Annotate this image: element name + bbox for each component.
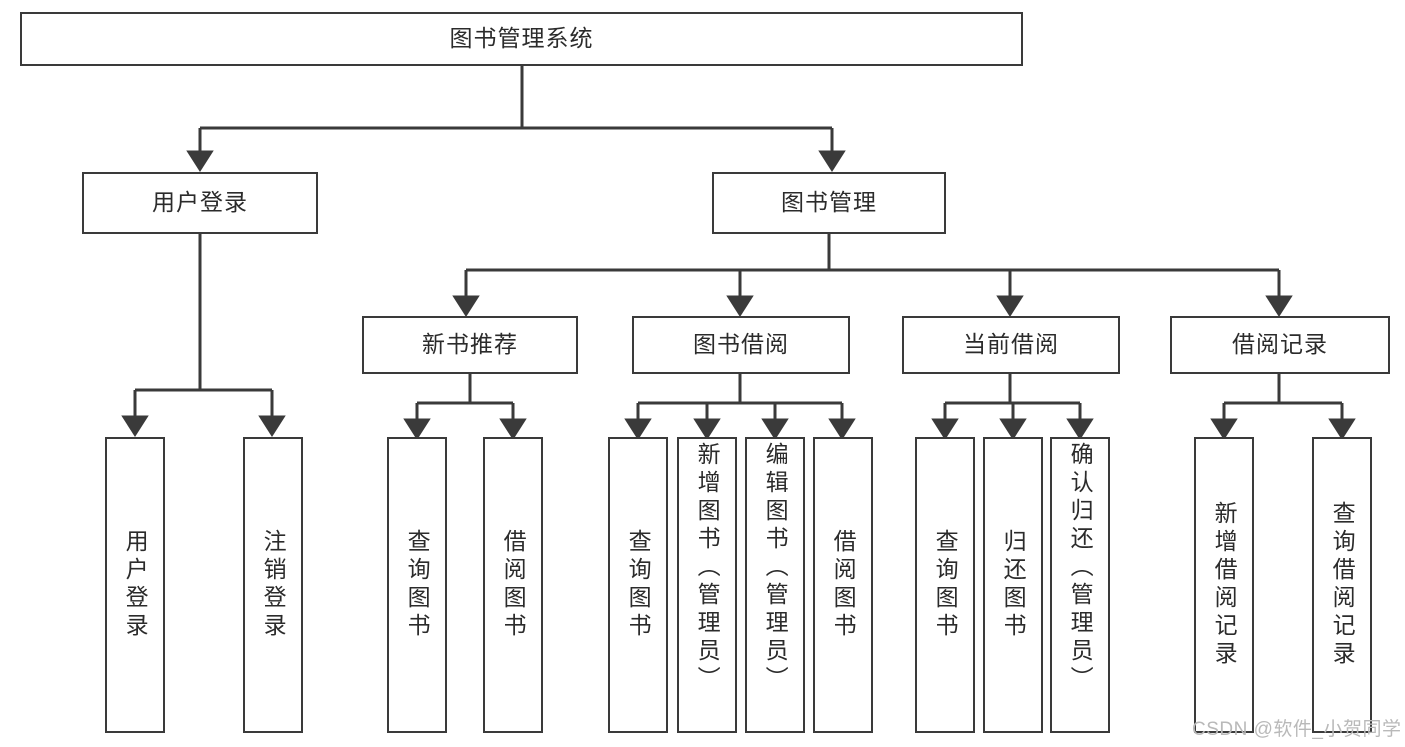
- node-current-borrow[interactable]: 当前借阅: [902, 316, 1120, 374]
- node-borrow-record[interactable]: 借阅记录: [1170, 316, 1390, 374]
- node-book-manage-label: 图书管理: [781, 189, 877, 216]
- node-user-login-label: 用户登录: [152, 189, 248, 216]
- node-book-borrow[interactable]: 图书借阅: [632, 316, 850, 374]
- node-leaf-add-record[interactable]: 新增借阅记录: [1194, 437, 1254, 733]
- node-leaf-confirm-return[interactable]: 确认归还（管理员）: [1050, 437, 1110, 733]
- node-leaf-query-book-2-label: 查询图书: [625, 529, 652, 641]
- node-leaf-logout-login-label: 注销登录: [260, 529, 287, 641]
- node-leaf-confirm-return-label: 确认归还（管理员）: [1067, 442, 1094, 694]
- node-leaf-borrow-book-2-label: 借阅图书: [830, 529, 857, 641]
- node-book-manage[interactable]: 图书管理: [712, 172, 946, 234]
- node-leaf-user-login[interactable]: 用户登录: [105, 437, 165, 733]
- node-current-borrow-label: 当前借阅: [963, 331, 1059, 358]
- node-user-login[interactable]: 用户登录: [82, 172, 318, 234]
- node-leaf-query-book-1[interactable]: 查询图书: [387, 437, 447, 733]
- node-leaf-borrow-book-1[interactable]: 借阅图书: [483, 437, 543, 733]
- node-leaf-query-book-2[interactable]: 查询图书: [608, 437, 668, 733]
- node-leaf-return-book[interactable]: 归还图书: [983, 437, 1043, 733]
- node-new-book-recommend[interactable]: 新书推荐: [362, 316, 578, 374]
- node-book-borrow-label: 图书借阅: [693, 331, 789, 358]
- node-new-book-recommend-label: 新书推荐: [422, 331, 518, 358]
- node-borrow-record-label: 借阅记录: [1232, 331, 1328, 358]
- node-leaf-add-book-label: 新增图书（管理员）: [694, 442, 721, 694]
- node-leaf-borrow-book-2[interactable]: 借阅图书: [813, 437, 873, 733]
- node-leaf-return-book-label: 归还图书: [1000, 529, 1027, 641]
- node-leaf-edit-book[interactable]: 编辑图书（管理员）: [745, 437, 805, 733]
- node-leaf-logout-login[interactable]: 注销登录: [243, 437, 303, 733]
- node-leaf-query-record[interactable]: 查询借阅记录: [1312, 437, 1372, 733]
- node-leaf-edit-book-label: 编辑图书（管理员）: [762, 442, 789, 694]
- node-leaf-user-login-label: 用户登录: [122, 529, 149, 641]
- csdn-watermark: CSDN @软件_小贺同学: [1192, 719, 1402, 740]
- node-leaf-query-record-label: 查询借阅记录: [1329, 501, 1356, 669]
- node-leaf-query-book-1-label: 查询图书: [404, 529, 431, 641]
- node-root[interactable]: 图书管理系统: [20, 12, 1023, 66]
- node-leaf-add-book[interactable]: 新增图书（管理员）: [677, 437, 737, 733]
- node-root-label: 图书管理系统: [449, 25, 594, 52]
- node-leaf-query-book-3-label: 查询图书: [932, 529, 959, 641]
- node-leaf-add-record-label: 新增借阅记录: [1211, 501, 1238, 669]
- node-leaf-query-book-3[interactable]: 查询图书: [915, 437, 975, 733]
- node-leaf-borrow-book-1-label: 借阅图书: [500, 529, 527, 641]
